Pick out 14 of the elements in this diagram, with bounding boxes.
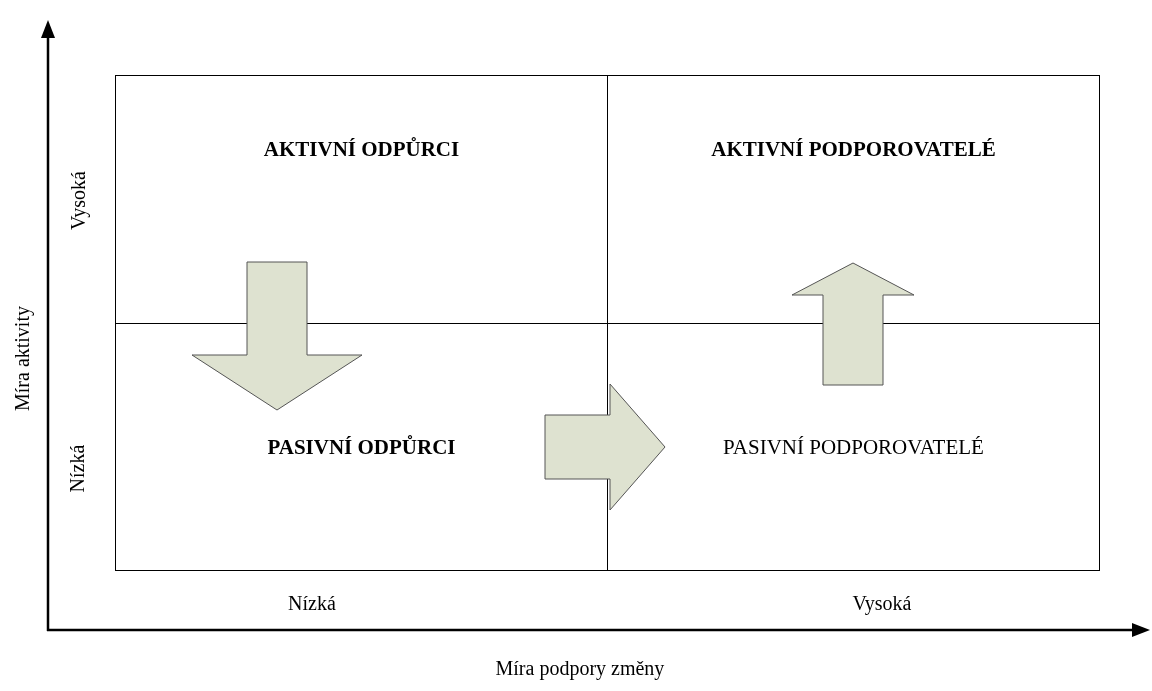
axis-tick-label: Nízká [288, 591, 336, 615]
axis-title: Míra aktivity [10, 305, 34, 411]
block-arrow [191, 261, 363, 411]
axis-title: Míra podpory změny [495, 656, 665, 680]
quadrant-title: PASIVNÍ PODPOROVATELÉ [723, 434, 984, 460]
axis-tick-label: Vysoká [852, 591, 912, 615]
block-arrow [544, 383, 666, 511]
axis-tick-label: Vysoká [66, 170, 90, 230]
block-arrow [791, 262, 915, 386]
quadrant-title: AKTIVNÍ PODPOROVATELÉ [711, 137, 996, 162]
quadrant-cell [607, 323, 1100, 571]
quadrant-title: AKTIVNÍ ODPŮRCI [263, 137, 460, 162]
axis-tick-label: Nízká [66, 444, 90, 492]
quadrant-title: PASIVNÍ ODPŮRCI [267, 434, 456, 460]
